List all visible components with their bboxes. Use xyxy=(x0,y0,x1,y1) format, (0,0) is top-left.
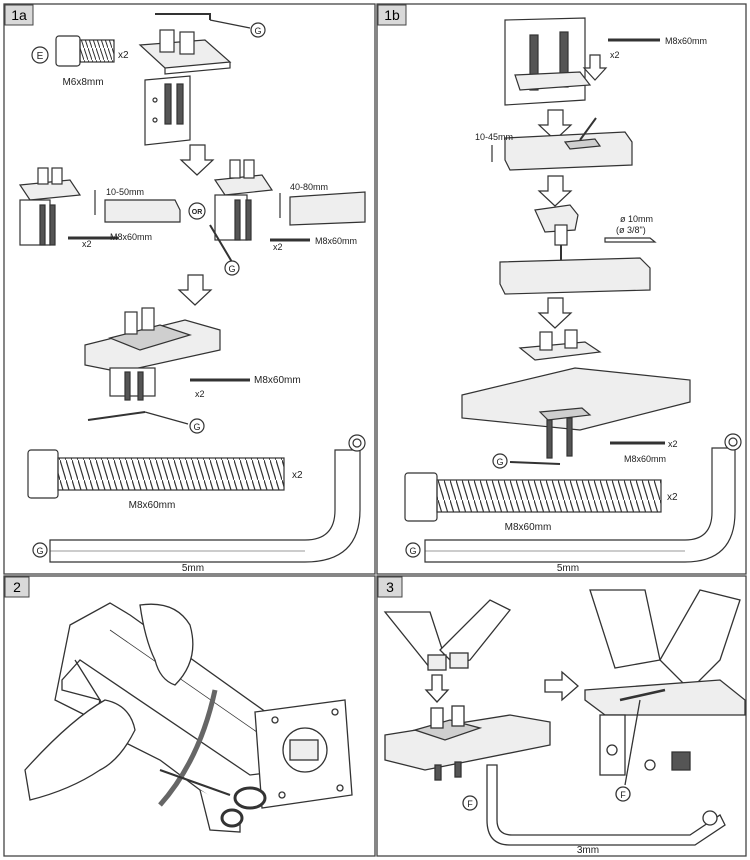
panel-label-1a-text: 1a xyxy=(11,7,27,23)
hex-key-3mm xyxy=(486,764,726,846)
range-10-45-label: 10-45mm xyxy=(475,132,513,142)
m8x60-label-bottom: M8x60mm xyxy=(254,375,301,386)
desk-board-left xyxy=(104,199,181,223)
hex-key-5mm-1a xyxy=(49,434,366,563)
x2-label-1b-mid: x2 xyxy=(668,439,678,449)
m8x60-label-mid-right: M8x60mm xyxy=(315,236,357,246)
lower-bracket xyxy=(144,75,191,146)
x2-label-bottom: x2 xyxy=(195,389,205,399)
m8x60-screw-illustration-1a xyxy=(27,449,285,499)
callout-f-zoom-text: F xyxy=(620,790,626,800)
panel-2 xyxy=(24,602,353,833)
hex-key-5mm-1b xyxy=(424,433,742,563)
arm-ends-illustration xyxy=(383,599,512,671)
down-arrow-1a-2 xyxy=(177,274,213,306)
callout-f-zoom xyxy=(615,786,631,802)
callout-f-key-text: F xyxy=(467,799,473,809)
drill-size-38-label: (ø 3/8") xyxy=(616,225,646,235)
zoomed-joint-illustration xyxy=(584,589,746,776)
cable-tie-illustration xyxy=(158,689,218,807)
m8x60-screw-illustration-1b xyxy=(404,472,662,522)
m8x60-label-screw-1b: M8x60mm xyxy=(505,522,552,533)
panel-label-2: 2 xyxy=(4,576,30,598)
panel-3-frame xyxy=(376,575,747,857)
range-40-80-label: 40-80mm xyxy=(290,182,328,192)
clamp-left-assembly xyxy=(18,167,82,246)
panel-label-1b-text: 1b xyxy=(384,7,400,23)
panel-2-frame xyxy=(3,575,376,857)
m6x8-label: M6x8mm xyxy=(62,77,103,88)
callout-g-bottom-text: G xyxy=(193,422,200,432)
callout-g-key-1a-text: G xyxy=(36,546,43,556)
m8x60-label-1b-mid: M8x60mm xyxy=(624,454,666,464)
or-callout-text: OR xyxy=(192,209,203,216)
top-plate-1b xyxy=(518,329,602,361)
bracket-with-bolts-1b xyxy=(504,17,608,106)
callout-e-circle xyxy=(31,46,49,64)
panel-1b-frame xyxy=(376,3,747,575)
x2-label-1b-top: x2 xyxy=(610,50,620,60)
callout-g-key-1a xyxy=(32,542,48,558)
callout-g-1b-mid-text: G xyxy=(496,457,503,467)
desk-board-3 xyxy=(384,714,551,771)
desk-board-1b-main xyxy=(461,367,691,431)
hex5-label-1b: 5mm xyxy=(557,563,579,574)
callout-g-mid xyxy=(224,260,240,276)
down-arrow-1b-2 xyxy=(537,175,573,207)
panel-3: F F 3mm xyxy=(383,589,746,856)
m8x60-label-1b-top: M8x60mm xyxy=(665,36,707,46)
top-clamp-plate xyxy=(138,29,232,75)
range-10-50-label: 10-50mm xyxy=(106,187,144,197)
hex3-label: 3mm xyxy=(577,845,599,856)
x2-label-top: x2 xyxy=(118,50,129,61)
panel-1a-frame xyxy=(3,3,376,575)
callout-g-mid-text: G xyxy=(228,264,235,274)
x2-label-mid-left: x2 xyxy=(82,239,92,249)
down-arrow-3 xyxy=(424,674,450,703)
m8x60-label-mid-left: M8x60mm xyxy=(110,232,152,242)
drill-size-10-label: ø 10mm xyxy=(620,214,653,224)
panel-label-1a: 1a xyxy=(4,4,34,26)
x2-label-screw-1a: x2 xyxy=(292,470,303,481)
or-callout xyxy=(188,202,206,220)
callout-g-top xyxy=(250,22,266,38)
callout-g-bottom xyxy=(189,418,205,434)
scissors-illustration xyxy=(159,769,267,828)
desk-board-1b-top xyxy=(504,131,633,171)
callout-g-key-1b xyxy=(405,542,421,558)
vesa-plate-illustration xyxy=(254,699,353,809)
callout-g-1b-mid xyxy=(492,453,508,469)
panel-label-3-text: 3 xyxy=(386,579,394,595)
right-arrow-3 xyxy=(544,670,579,702)
callout-g-top-text: G xyxy=(254,26,261,36)
panel-label-2-text: 2 xyxy=(13,579,21,595)
panel-1a: E M6x8mm x2 G xyxy=(18,13,366,574)
callout-g-key-1b-text: G xyxy=(409,546,416,556)
m8x60-label-screw-1a: M8x60mm xyxy=(129,500,176,511)
down-arrow-1a-1 xyxy=(179,144,215,176)
down-arrow-1b-3 xyxy=(537,297,573,329)
panel-1b: x2 M8x60mm 10-45mm ø 10mm (ø 3/8") xyxy=(404,17,742,574)
panel-label-1b: 1b xyxy=(377,4,407,26)
hex5-label-1a: 5mm xyxy=(182,563,204,574)
desk-board-right xyxy=(289,191,366,226)
panel-frames xyxy=(3,3,747,857)
m6x8-screw-illustration xyxy=(55,35,115,67)
x2-label-mid-right: x2 xyxy=(273,242,283,252)
bottom-plate-1b xyxy=(538,407,592,421)
x2-label-screw-1b: x2 xyxy=(667,492,678,503)
mounted-desk-assembly xyxy=(84,307,221,421)
callout-e-text: E xyxy=(37,51,44,62)
down-arrow-1b-1 xyxy=(537,109,573,141)
desk-board-1b-drilled xyxy=(499,257,651,295)
hands-illustration xyxy=(24,603,194,801)
callout-f-key xyxy=(462,795,478,811)
panel-label-3: 3 xyxy=(377,576,403,598)
clamp-right-assembly xyxy=(209,159,274,263)
power-drill-illustration xyxy=(534,204,579,262)
